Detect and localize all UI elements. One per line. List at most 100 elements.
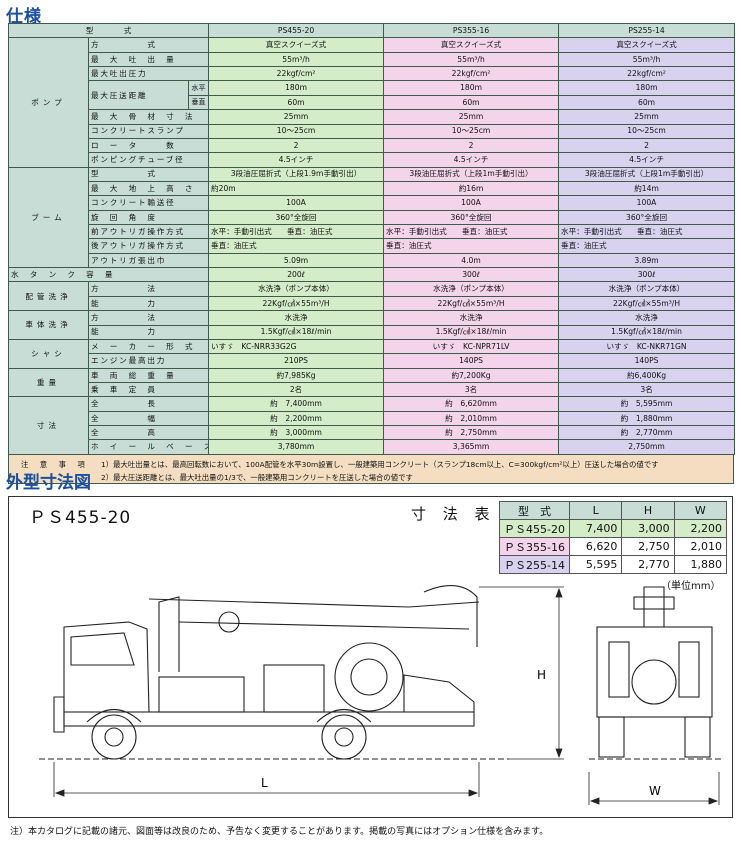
cell: 10〜25cm xyxy=(558,123,736,139)
cell: 300ℓ xyxy=(558,267,736,283)
cell: 360°全旋回 xyxy=(558,209,736,226)
cell: 180m xyxy=(558,80,736,96)
cell: 約7,200Kg xyxy=(383,367,560,383)
unit-label: （単位mm） xyxy=(661,581,721,592)
dim-header: W xyxy=(673,501,728,520)
cell: 2,750mm xyxy=(558,439,736,455)
notes-label: 注 意 事 項 xyxy=(21,460,87,469)
arrow xyxy=(555,587,563,598)
cell: 100A xyxy=(383,195,560,211)
cell: 4.5インチ xyxy=(383,152,560,168)
cell: 水洗浄 xyxy=(208,310,385,326)
cell: 真空スクイーズ式 xyxy=(208,37,385,53)
dim-cell: 7,400 xyxy=(568,519,623,538)
rear-wheel xyxy=(321,714,367,760)
cell: 水洗浄（ポンプ本体） xyxy=(208,281,385,297)
row-label: ロ ー タ 数 xyxy=(87,137,210,154)
front-fender xyxy=(86,709,142,723)
row-label: アウトリガ張出巾 xyxy=(87,252,210,269)
note-1: 1）最大吐出量とは、最高回転数において、100A配管を水平30m設置し、一般建築… xyxy=(101,460,659,469)
cell: 25mm xyxy=(383,109,560,125)
cell: 360°全旋回 xyxy=(208,209,385,226)
water-tank xyxy=(263,664,325,713)
cell: 垂直：油圧式 xyxy=(383,238,560,254)
cell: 約 1,880mm xyxy=(558,410,736,427)
boom-arm-upper xyxy=(148,598,480,608)
cell: 3段油圧屈折式（上段1m手動引出） xyxy=(558,166,736,182)
cell: 1.5Kgf/㎠×18ℓ/min xyxy=(208,324,385,340)
boom-post xyxy=(158,596,180,672)
cell: 3名 xyxy=(558,381,736,398)
row-label: 旋 回 角 度 xyxy=(87,209,210,226)
arrow xyxy=(54,789,65,797)
boom-arm-lower xyxy=(178,621,470,630)
row-label: 後アウトリガ操作方式 xyxy=(87,238,210,254)
cell: 2 xyxy=(383,137,560,154)
cell: 3段油圧屈折式（上段1.9m手動引出） xyxy=(208,166,385,182)
arrow xyxy=(555,748,563,759)
cell: 4.0m xyxy=(383,252,560,269)
cell: 約7,985Kg xyxy=(208,367,385,383)
boom-tip xyxy=(423,585,478,647)
dimension-section-title: 外型寸法図 xyxy=(6,473,91,493)
dim-model: ＰＳ355-16 xyxy=(499,537,570,556)
cat-weight: 重量 xyxy=(8,367,89,398)
cell: 60m xyxy=(558,94,736,111)
cat-boom: ブーム xyxy=(8,166,89,269)
cell: 真空スクイーズ式 xyxy=(383,37,560,53)
footer-note: 注）本カタログに記載の諸元、図面等は改良のため、予告なく変更することがあります。… xyxy=(10,827,549,837)
rear-wheel-hub xyxy=(334,727,354,747)
cell: 10〜25cm xyxy=(383,123,560,139)
front-wheel-hub xyxy=(104,727,124,747)
control-box xyxy=(158,676,245,713)
dim-header: 型 式 xyxy=(499,501,570,520)
cell: 22Kgf/㎠×55m³/H xyxy=(208,295,385,312)
cell: 約 2,010mm xyxy=(383,410,560,427)
dim-header: H xyxy=(621,501,675,520)
rear-body xyxy=(596,626,713,718)
row-label: 最大吐出圧力 xyxy=(87,66,210,82)
dim-cell: 3,000 xyxy=(621,519,675,538)
spec-header-row: 型 式 PS455-20 PS355-16 PS255-14 xyxy=(7,22,736,39)
dim-cell: 5,595 xyxy=(568,555,623,574)
dim-row: ＰＳ455-20 7,400 3,000 2,200 xyxy=(499,519,728,538)
cell: 1.5Kgf/㎠×18ℓ/min xyxy=(558,324,736,340)
label-w: W xyxy=(649,784,661,798)
cell: 2 xyxy=(558,137,736,154)
cell: 約 2,750mm xyxy=(383,425,560,441)
cell: 1.5Kgf/㎠×18ℓ/min xyxy=(383,324,560,340)
cell: 25mm xyxy=(558,109,736,125)
cell: 22Kgf/㎠×55m³/H xyxy=(383,295,560,312)
row-label: 最大圧送距離 xyxy=(88,80,189,111)
side-view xyxy=(39,585,509,760)
cell: 水平：手動引出式 垂直：油圧式 xyxy=(383,224,560,240)
cell: 200ℓ xyxy=(208,267,385,283)
rear-panel-right xyxy=(678,641,700,698)
cell: 360°全旋回 xyxy=(383,209,560,226)
row-label: 全 幅 xyxy=(87,410,210,427)
cell: 4.5インチ xyxy=(208,152,385,168)
arrow xyxy=(708,797,719,805)
front-wheel xyxy=(91,714,137,760)
arrow xyxy=(589,797,600,805)
cell: 垂直：油圧式 xyxy=(208,238,385,254)
spec-section-title: 仕様 xyxy=(6,7,42,27)
row-label: コンクリート輸送径 xyxy=(87,195,210,211)
arrow xyxy=(468,789,479,797)
cell: 水平：手動引出式 垂直：油圧式 xyxy=(558,224,736,240)
cell: 55m³/h xyxy=(383,51,560,68)
header-model-1: PS455-20 xyxy=(208,22,385,39)
row-label: ポンピングチューブ径 xyxy=(87,152,210,168)
cab-window xyxy=(70,632,135,666)
dimension-table: 型 式 L H W ＰＳ455-20 7,400 3,000 2,200 ＰＳ3… xyxy=(499,501,728,574)
header-model-2: PS355-16 xyxy=(383,22,560,39)
row-label: 型 式 xyxy=(87,166,210,182)
row-label: 車 両 総 重 量 xyxy=(87,367,210,383)
drawing-model-label: ＰＳ455-20 xyxy=(29,508,132,528)
notes-box: 注 意 事 項 1）最大吐出量とは、最高回転数において、100A配管を水平30m… xyxy=(8,455,734,484)
cat-chassis: シャシ xyxy=(8,338,89,369)
cell: 100A xyxy=(208,195,385,211)
rear-fender xyxy=(316,709,372,723)
cell: 22kgf/cm² xyxy=(208,66,385,82)
label-l: L xyxy=(261,776,268,790)
